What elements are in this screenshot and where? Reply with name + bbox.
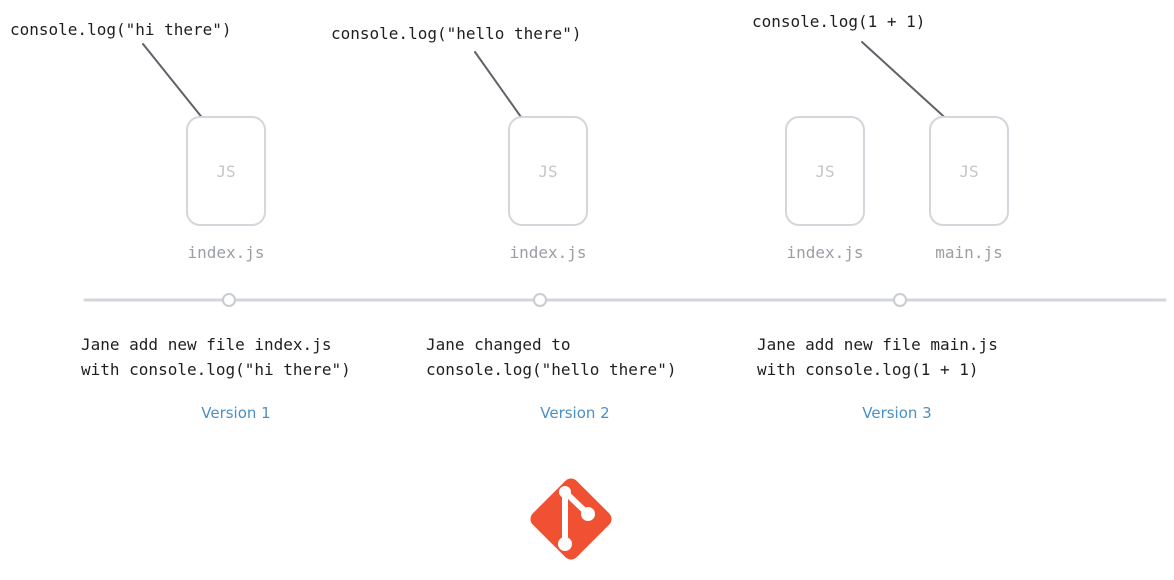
file-name-main-js-v3: main.js [935, 243, 1003, 262]
js-badge: JS [538, 162, 558, 181]
timeline-node-version-2 [533, 293, 547, 307]
callout-pointer-version-1 [142, 43, 213, 131]
timeline-node-version-3 [893, 293, 907, 307]
description-line: Jane changed to [426, 335, 571, 354]
file-name-index-js-v2: index.js [509, 243, 587, 262]
version-label-3: Version 3 [862, 404, 932, 422]
git-logo-icon [530, 478, 612, 560]
version-label-1: Version 1 [201, 404, 271, 422]
description-line: with console.log("hi there") [81, 360, 351, 379]
file-name-index-js-v1: index.js [187, 243, 265, 262]
file-icon-index-js-v1: JS [186, 116, 266, 226]
file-icon-index-js-v3: JS [785, 116, 865, 226]
timeline-node-version-1 [222, 293, 236, 307]
file-name-index-js-v3: index.js [786, 243, 864, 262]
version-label-2: Version 2 [540, 404, 610, 422]
version-1-description: Jane add new file index.js with console.… [81, 332, 351, 382]
file-icon-index-js-v2: JS [508, 116, 588, 226]
js-badge: JS [815, 162, 835, 181]
description-line: console.log("hello there") [426, 360, 677, 379]
code-callout-version-1: console.log("hi there") [10, 20, 232, 39]
code-callout-version-2: console.log("hello there") [331, 24, 582, 43]
code-callout-version-3: console.log(1 + 1) [752, 12, 926, 31]
file-icon-main-js-v3: JS [929, 116, 1009, 226]
js-badge: JS [959, 162, 979, 181]
js-badge: JS [216, 162, 236, 181]
version-2-description: Jane changed to console.log("hello there… [426, 332, 676, 382]
callout-pointer-version-3 [861, 41, 953, 125]
description-line: Jane add new file main.js [757, 335, 998, 354]
version-3-description: Jane add new file main.js with console.l… [757, 332, 998, 382]
description-line: with console.log(1 + 1) [757, 360, 979, 379]
description-line: Jane add new file index.js [81, 335, 332, 354]
